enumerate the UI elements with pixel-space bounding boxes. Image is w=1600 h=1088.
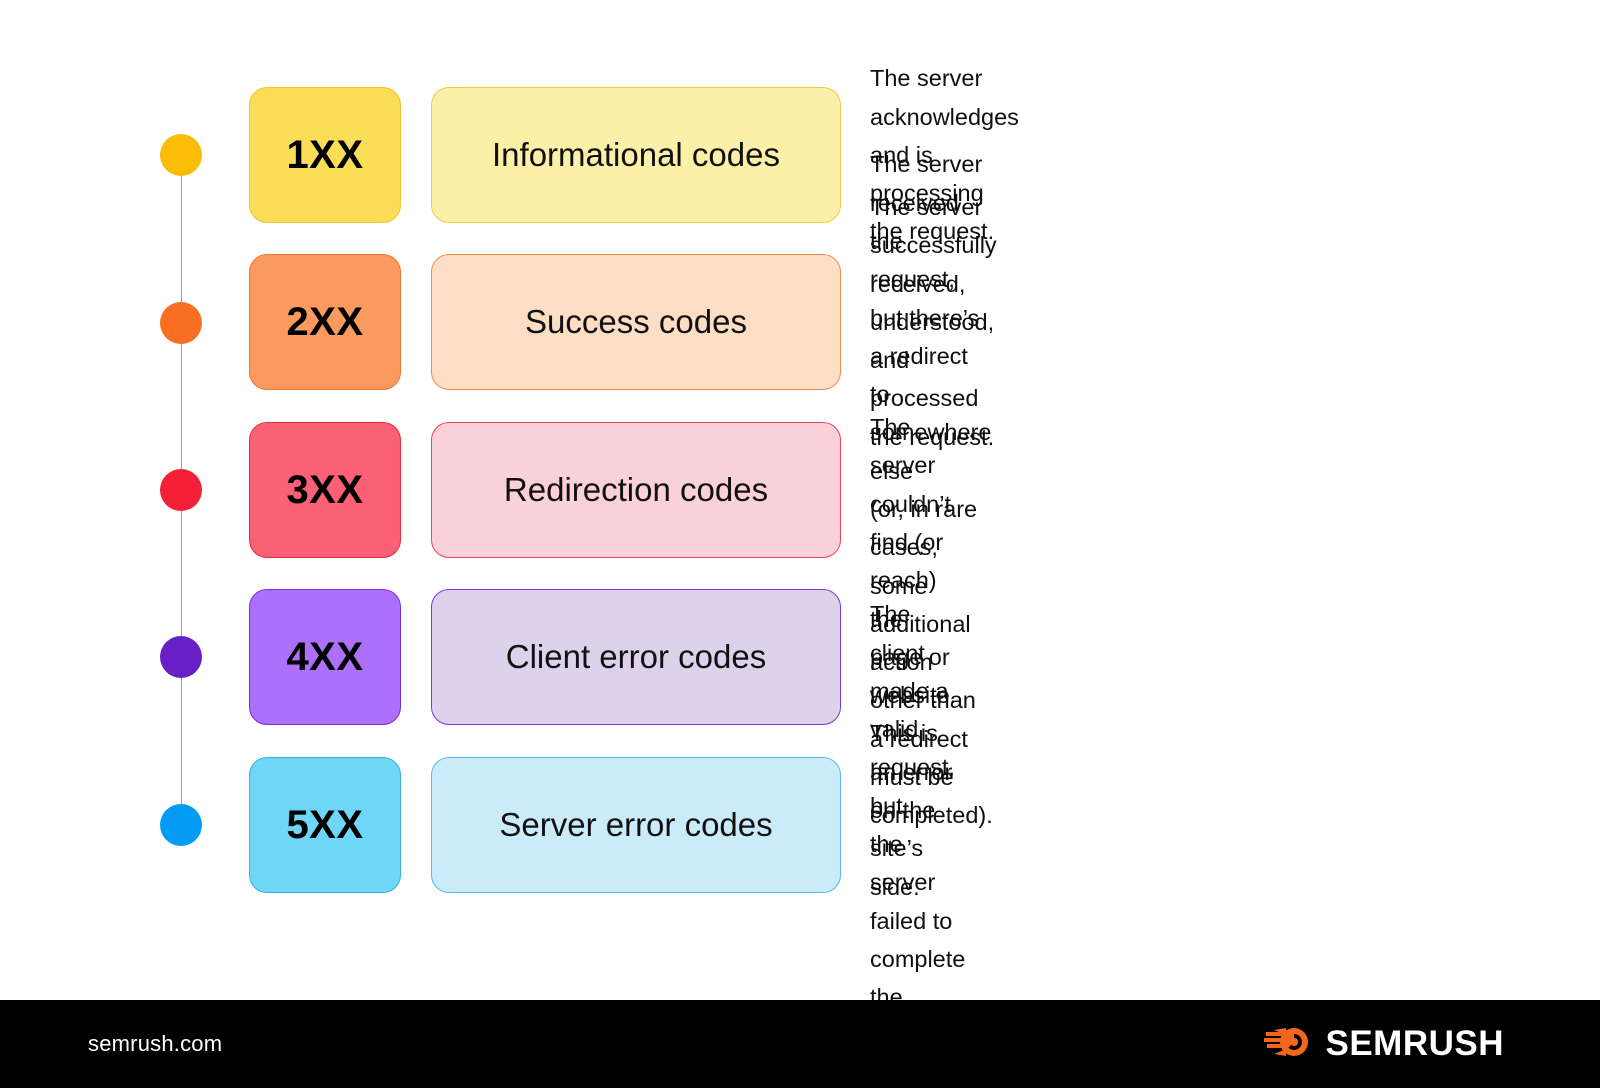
code-badge: 4XX bbox=[249, 589, 401, 725]
timeline-dot-1xx bbox=[160, 134, 202, 176]
timeline-dot-5xx bbox=[160, 804, 202, 846]
code-badge: 5XX bbox=[249, 757, 401, 893]
semrush-comet-icon bbox=[1264, 1022, 1312, 1067]
status-row: 1XX Informational codes The server ackno… bbox=[249, 65, 1019, 244]
category-description: The client made a valid request, but the… bbox=[870, 601, 966, 1048]
category-description: The server successfully received, unders… bbox=[870, 193, 997, 450]
status-row: 2XX Success codes The server successfull… bbox=[249, 194, 997, 450]
status-row: 4XX Client error codes The server couldn… bbox=[249, 414, 956, 900]
status-row: 5XX Server error codes The client made a… bbox=[249, 601, 965, 1048]
code-badge: 1XX bbox=[249, 87, 401, 223]
footer-bar: semrush.com SEMRUSH bbox=[0, 1000, 1600, 1088]
category-label: Success codes bbox=[431, 254, 841, 390]
timeline-dot-2xx bbox=[160, 302, 202, 344]
category-description: The server acknowledges and is processin… bbox=[870, 65, 1019, 245]
status-row: 3XX Redirection codes The server receive… bbox=[249, 151, 993, 828]
timeline-dot-4xx bbox=[160, 636, 202, 678]
category-label: Informational codes bbox=[431, 87, 841, 223]
code-badge: 3XX bbox=[249, 422, 401, 558]
category-label: Server error codes bbox=[431, 757, 841, 893]
code-badge: 2XX bbox=[249, 254, 401, 390]
category-label: Redirection codes bbox=[431, 422, 841, 558]
category-description: The server couldn’t find (or reach) the … bbox=[870, 414, 957, 900]
semrush-logo: SEMRUSH bbox=[1264, 1022, 1504, 1067]
category-description: The server received the request, but the… bbox=[870, 151, 993, 829]
timeline-dot-3xx bbox=[160, 469, 202, 511]
semrush-wordmark: SEMRUSH bbox=[1325, 1024, 1504, 1063]
category-label: Client error codes bbox=[431, 589, 841, 725]
footer-url[interactable]: semrush.com bbox=[88, 1031, 223, 1056]
